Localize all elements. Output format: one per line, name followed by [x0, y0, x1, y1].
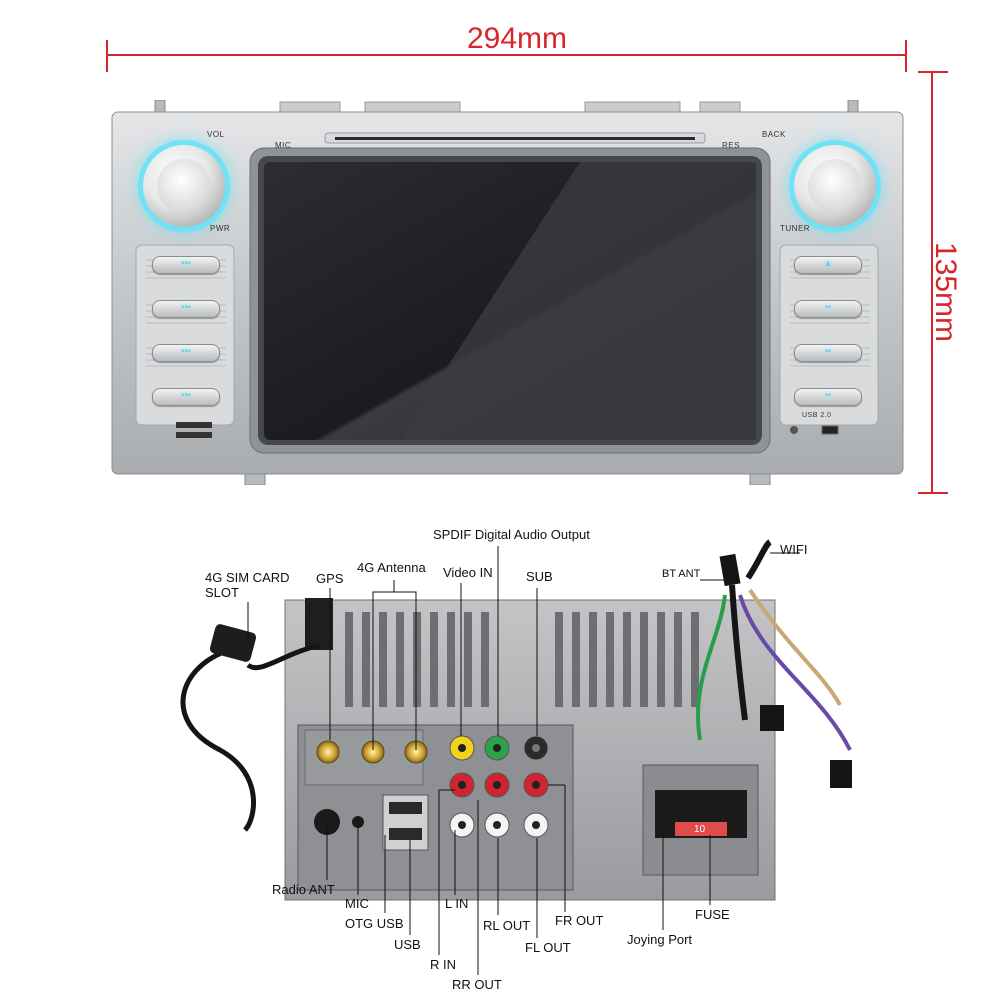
- radio-ant-label: Radio ANT: [272, 882, 335, 897]
- tuner-label: TUNER: [780, 224, 811, 233]
- fr-out-label: FR OUT: [555, 913, 604, 928]
- left-button-4-glyph: •••: [181, 390, 191, 400]
- up-icon: ▲: [823, 258, 833, 268]
- right-button-2-glyph: ••: [824, 302, 832, 312]
- width-dimension-label: 294mm: [467, 22, 568, 55]
- spdif-label: SPDIF Digital Audio Output: [433, 527, 590, 542]
- sim-slot-label: 4G SIM CARD SLOT: [205, 570, 290, 600]
- left-button-1[interactable]: •••: [152, 256, 220, 274]
- fuse-label: FUSE: [695, 907, 730, 922]
- right-button-4-glyph: ••: [824, 390, 832, 400]
- mic-label-back: MIC: [345, 896, 369, 911]
- usb-label-back: USB: [394, 937, 421, 952]
- back-label: BACK: [762, 130, 786, 139]
- head-unit-front: VOL MIC RES BACK PWR TUNER USB 2.0 ••• •…: [110, 100, 905, 485]
- fl-out-label: FL OUT: [525, 940, 571, 955]
- res-label: RES: [722, 141, 740, 150]
- head-unit-back: [180, 539, 852, 901]
- rl-out-label: RL OUT: [483, 918, 531, 933]
- sim-slot-label-text: 4G SIM CARD SLOT: [205, 570, 290, 600]
- wifi-label: WIFI: [780, 542, 808, 557]
- video-in-label: Video IN: [443, 565, 493, 580]
- front-panel-frame: [111, 100, 904, 485]
- antenna-4g-label: 4G Antenna: [357, 560, 426, 575]
- sub-label: SUB: [526, 569, 553, 584]
- vol-label: VOL: [207, 130, 225, 139]
- tuner-knob[interactable]: [794, 145, 876, 227]
- fuse-value: 10: [694, 824, 706, 835]
- right-button-1[interactable]: ▲: [794, 256, 862, 274]
- gps-label: GPS: [316, 571, 344, 586]
- left-button-1-glyph: •••: [181, 258, 191, 268]
- pwr-label: PWR: [210, 224, 231, 233]
- right-button-2[interactable]: ••: [794, 300, 862, 318]
- right-button-3[interactable]: ••: [794, 344, 862, 362]
- bt-ant-label: BT ANT: [662, 568, 701, 580]
- volume-knob[interactable]: [143, 145, 225, 227]
- usb-label: USB 2.0: [802, 412, 832, 419]
- rr-out-label: RR OUT: [452, 977, 502, 992]
- joying-port-label: Joying Port: [627, 932, 693, 947]
- mic-label: MIC: [275, 141, 292, 150]
- otg-usb-label: OTG USB: [345, 916, 404, 931]
- left-button-4[interactable]: •••: [152, 388, 220, 406]
- r-in-label: R IN: [430, 957, 456, 972]
- left-button-2[interactable]: •••: [152, 300, 220, 318]
- left-button-3[interactable]: •••: [152, 344, 220, 362]
- right-button-3-glyph: ••: [824, 346, 832, 356]
- left-button-3-glyph: •••: [181, 346, 191, 356]
- left-button-2-glyph: •••: [181, 302, 191, 312]
- right-button-4[interactable]: ••: [794, 388, 862, 406]
- l-in-label: L IN: [445, 896, 469, 911]
